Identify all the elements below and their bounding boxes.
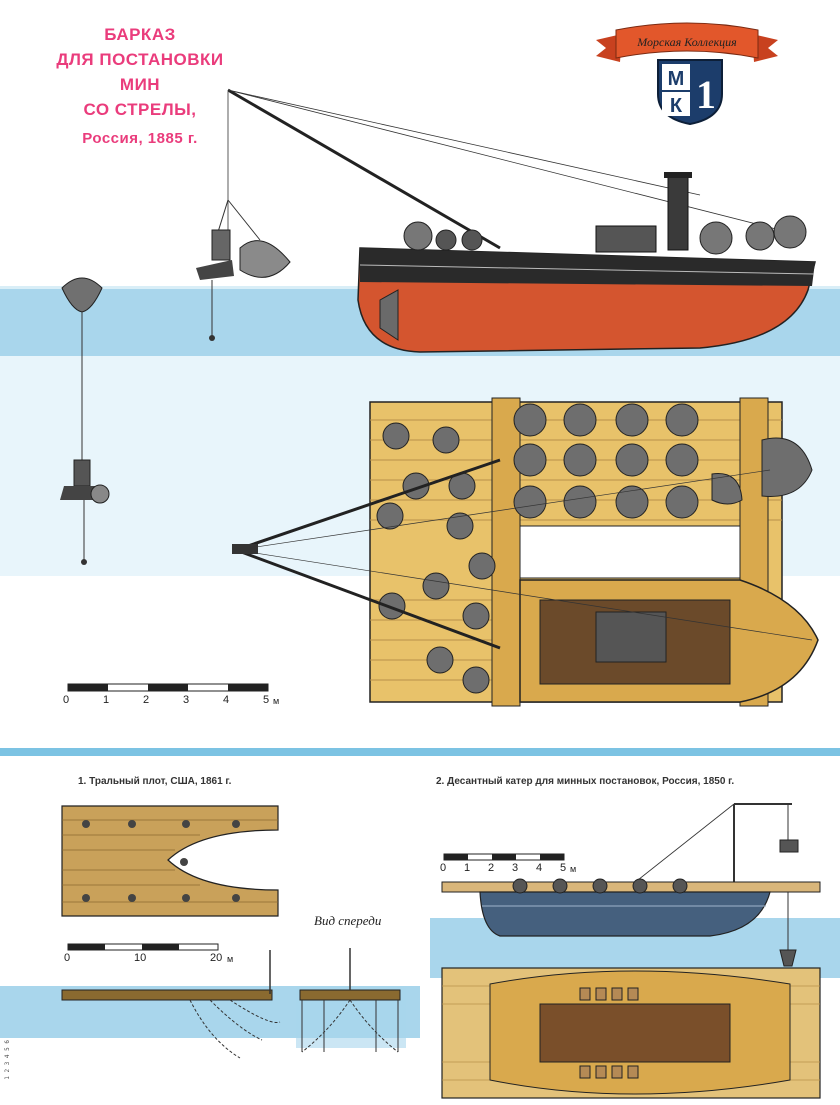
figure1-illustration [0,805,420,1059]
main-scale-bar [67,683,269,692]
main-scale-tick: 2 [143,694,150,706]
title-line-3: СО СТРЕЛЫ, [83,100,197,119]
collection-logo: Морская Коллекция М К 1 [592,14,782,126]
page-title: БАРКАЗ ДЛЯ ПОСТАНОВКИ МИН СО СТРЕЛЫ, Рос… [40,22,240,151]
logo-ribbon-text: Морская Коллекция [636,35,737,49]
title-line-2: ДЛЯ ПОСТАНОВКИ МИН [56,50,224,94]
logo-letter-bottom: К [670,95,683,117]
figure2-scale-tick: 3 [512,862,519,874]
hoisted-mine-icon [196,199,291,341]
main-scale-labels: 0 1 2 3 4 5 м [63,694,303,710]
figure1-scale-tick: 20 [210,952,223,964]
figure1-scale-tick: 10 [134,952,147,964]
main-scale-tick: 0 [63,694,70,706]
front-view-label: Вид спереди [314,913,382,928]
boat-side-view [357,172,816,353]
section-separator [0,748,840,756]
main-scale-tick: 5 [263,694,270,706]
figure2-scale-tick: 5 [560,862,567,874]
crane-boom [227,88,501,250]
title-line-4: Россия, 1885 г. [82,130,198,147]
main-scale-tick: 1 [103,694,110,706]
figure2-scale-tick: 1 [464,862,471,874]
figure2-scale-labels: 0 1 2 3 4 5 м [440,862,600,878]
logo-number: 1 [696,72,716,117]
figure2-illustration [430,803,840,1099]
figure1-scale-tick: 0 [64,952,71,964]
logo-letter-top: М [668,68,685,90]
floating-mine-icon [60,277,110,565]
figure2-scale-tick: 4 [536,862,543,874]
boat-plan-view [232,397,819,707]
figure2-scale-tick: 2 [488,862,495,874]
figure2-scale-tick: 0 [440,862,447,874]
main-scale-tick: 3 [183,694,190,706]
main-scale-tick: 4 [223,694,230,706]
main-illustration [0,88,840,756]
title-line-1: БАРКАЗ [104,25,176,44]
figure1-scale-unit: м [227,954,234,964]
main-scale-unit: м [273,696,280,706]
figure2-caption: 2. Десантный катер для минных постановок… [436,776,735,787]
figure1-scale-labels: 0 10 20 м [64,952,264,968]
figure2-scale-unit: м [570,864,577,874]
figure1-caption: 1. Тральный плот, США, 1861 г. [78,776,232,787]
margin-marks: 1 2 3 4 5 6 [4,1040,11,1080]
